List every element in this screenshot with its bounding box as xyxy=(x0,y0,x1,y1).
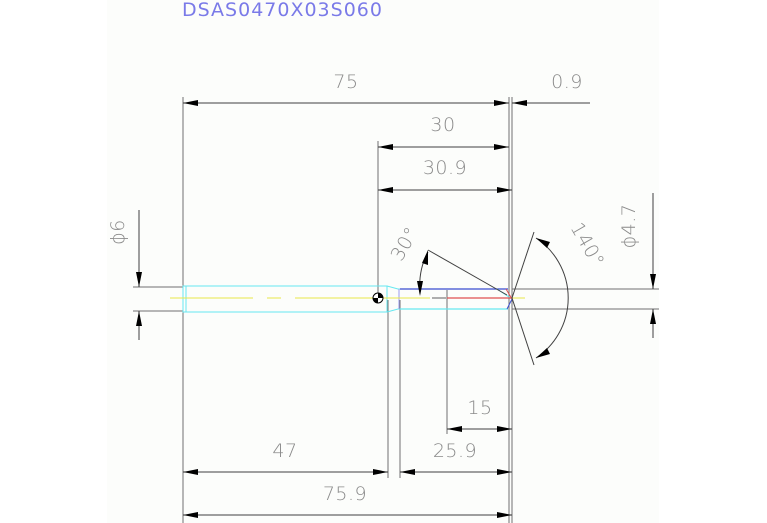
dimension-47: 47 xyxy=(183,440,388,475)
dim-label-30-9: 30.9 xyxy=(423,157,467,179)
dim-label-15: 15 xyxy=(467,397,492,419)
dim-label-75: 75 xyxy=(333,71,358,93)
dimension-75: 75 xyxy=(183,71,509,106)
dim-label-dia-6: ϕ6 xyxy=(107,219,129,245)
dim-label-30: 30 xyxy=(430,114,455,136)
dim-label-0-9: 0.9 xyxy=(551,71,583,93)
extension-lines xyxy=(133,97,659,523)
dimension-dia-6: ϕ6 xyxy=(107,210,142,340)
drill-part xyxy=(170,285,525,313)
dimension-25-9: 25.9 xyxy=(400,440,512,475)
dimension-30: 30 xyxy=(378,114,509,150)
dim-label-47: 47 xyxy=(272,440,297,462)
shank-outline xyxy=(182,285,388,313)
dimension-0-9: 0.9 xyxy=(512,71,590,106)
dim-label-75-9: 75.9 xyxy=(323,483,367,505)
centroid-marker-icon xyxy=(372,292,384,304)
drawing-panel xyxy=(107,0,659,523)
dimension-30-9: 30.9 xyxy=(378,157,512,193)
dim-label-25-9: 25.9 xyxy=(433,440,477,462)
drawing-title: DSAS0470X03S060 xyxy=(182,0,383,21)
dimension-75-9: 75.9 xyxy=(183,483,512,518)
dimension-dia-4-7: ϕ4.7 xyxy=(618,193,656,338)
dimension-15: 15 xyxy=(447,397,512,432)
dim-label-dia-4-7: ϕ4.7 xyxy=(618,204,640,249)
